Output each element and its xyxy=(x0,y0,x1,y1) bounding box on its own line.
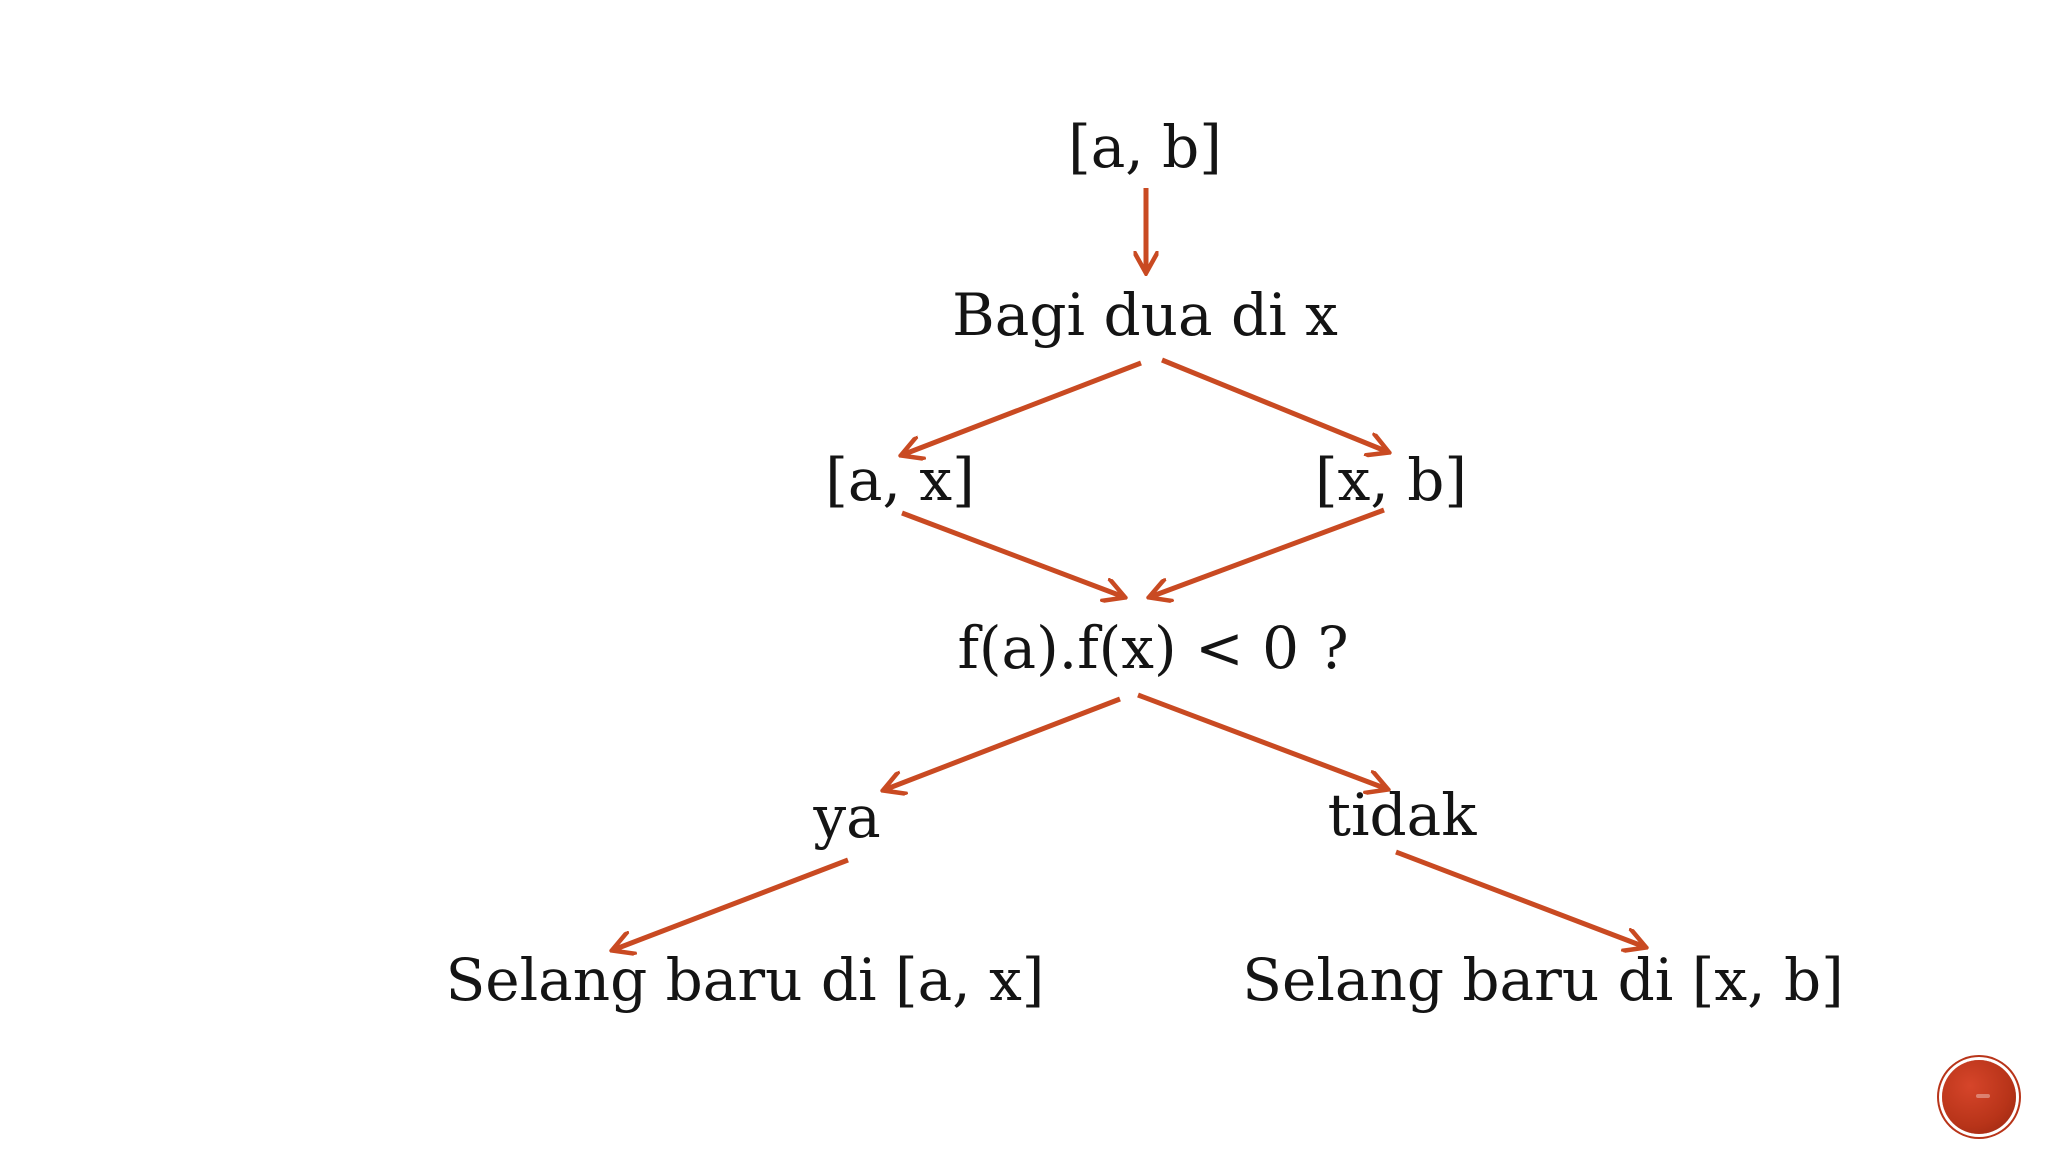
slide-navigation-badge[interactable] xyxy=(1942,1060,2016,1134)
arrow-yes-to-new-left xyxy=(613,857,849,950)
arrow-left-interval-to-condition xyxy=(901,510,1124,597)
node-start-interval: [a, b] xyxy=(1068,113,1222,181)
node-right-interval: [x, b] xyxy=(1315,446,1467,514)
node-yes: ya xyxy=(813,783,881,851)
node-new-left-interval: Selang baru di [a, x] xyxy=(445,946,1045,1014)
arrow-condition-to-yes xyxy=(884,696,1121,790)
node-bisect: Bagi dua di x xyxy=(952,281,1338,349)
node-new-right-interval: Selang baru di [x, b] xyxy=(1242,946,1844,1014)
node-no: tidak xyxy=(1327,781,1477,849)
arrow-condition-to-no xyxy=(1137,692,1387,789)
arrow-right-interval-to-condition xyxy=(1150,507,1385,597)
node-left-interval: [a, x] xyxy=(825,446,975,514)
node-condition: f(a).f(x) < 0 ? xyxy=(957,614,1349,682)
arrow-bisect-to-right-interval xyxy=(1161,357,1388,452)
badge-mark-icon xyxy=(1976,1094,1990,1098)
arrow-bisect-to-left-interval xyxy=(902,360,1142,455)
arrow-no-to-new-right xyxy=(1395,849,1645,947)
